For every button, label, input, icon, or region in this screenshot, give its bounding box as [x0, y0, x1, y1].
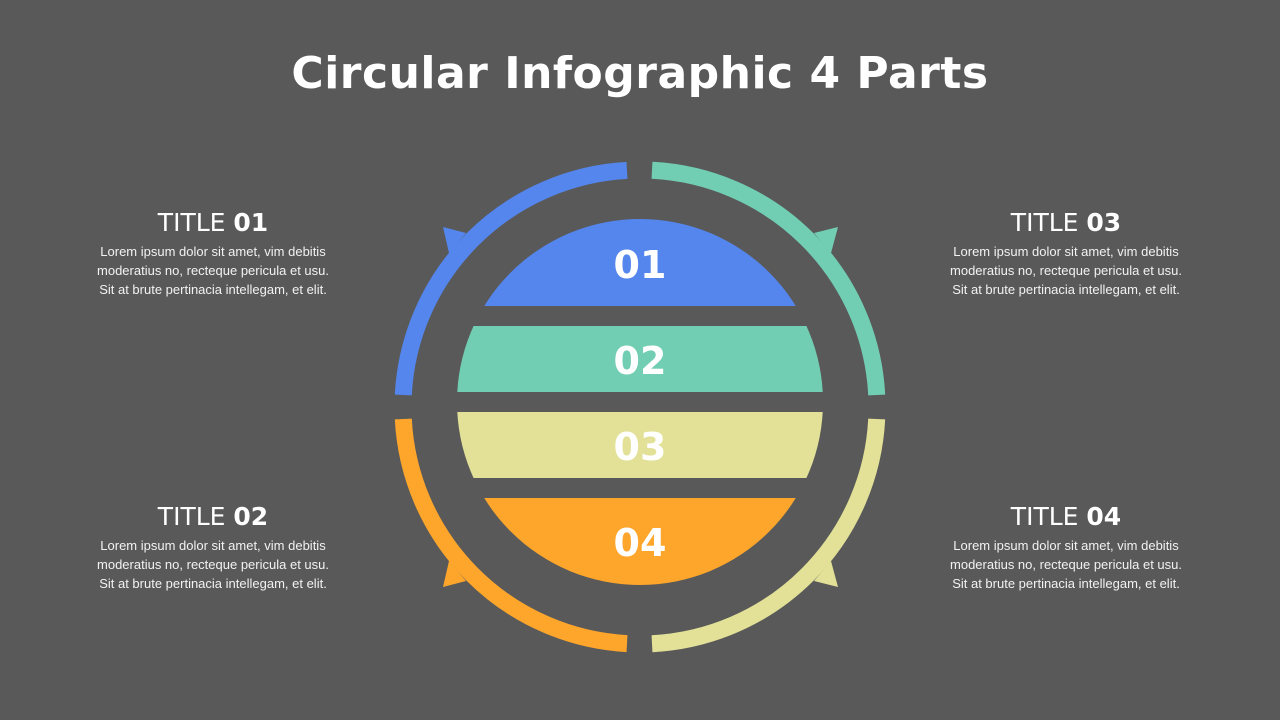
band-label-03: 03 [614, 425, 667, 469]
block-title: TITLE 02 [157, 502, 269, 531]
ring-arc-01 [394, 161, 628, 396]
band-02 [457, 326, 823, 392]
arrow-icon-03 [814, 227, 838, 253]
arrow-icon-01 [443, 227, 466, 253]
page-title: Circular Infographic 4 Parts [291, 48, 989, 99]
info-block-02: TITLE 02 Lorem ipsum dolor sit amet, vim… [63, 502, 363, 593]
block-title: TITLE 04 [1010, 502, 1122, 531]
info-block-04: TITLE 04 Lorem ipsum dolor sit amet, vim… [916, 502, 1216, 593]
info-block-01: TITLE 01 Lorem ipsum dolor sit amet, vim… [63, 208, 363, 299]
ring-arc-02 [394, 418, 628, 653]
block-title: TITLE 03 [1010, 208, 1122, 237]
ring-arc-03 [651, 161, 886, 396]
arrow-icon-04 [814, 561, 838, 587]
band-label-01: 01 [614, 243, 667, 287]
band-03 [457, 412, 823, 478]
info-block-03: TITLE 03 Lorem ipsum dolor sit amet, vim… [916, 208, 1216, 299]
arrow-icon-02 [443, 561, 466, 587]
band-label-04: 04 [614, 521, 667, 565]
band-label-02: 02 [614, 339, 667, 383]
ring-arc-04 [651, 418, 886, 653]
block-title: TITLE 01 [157, 208, 269, 237]
